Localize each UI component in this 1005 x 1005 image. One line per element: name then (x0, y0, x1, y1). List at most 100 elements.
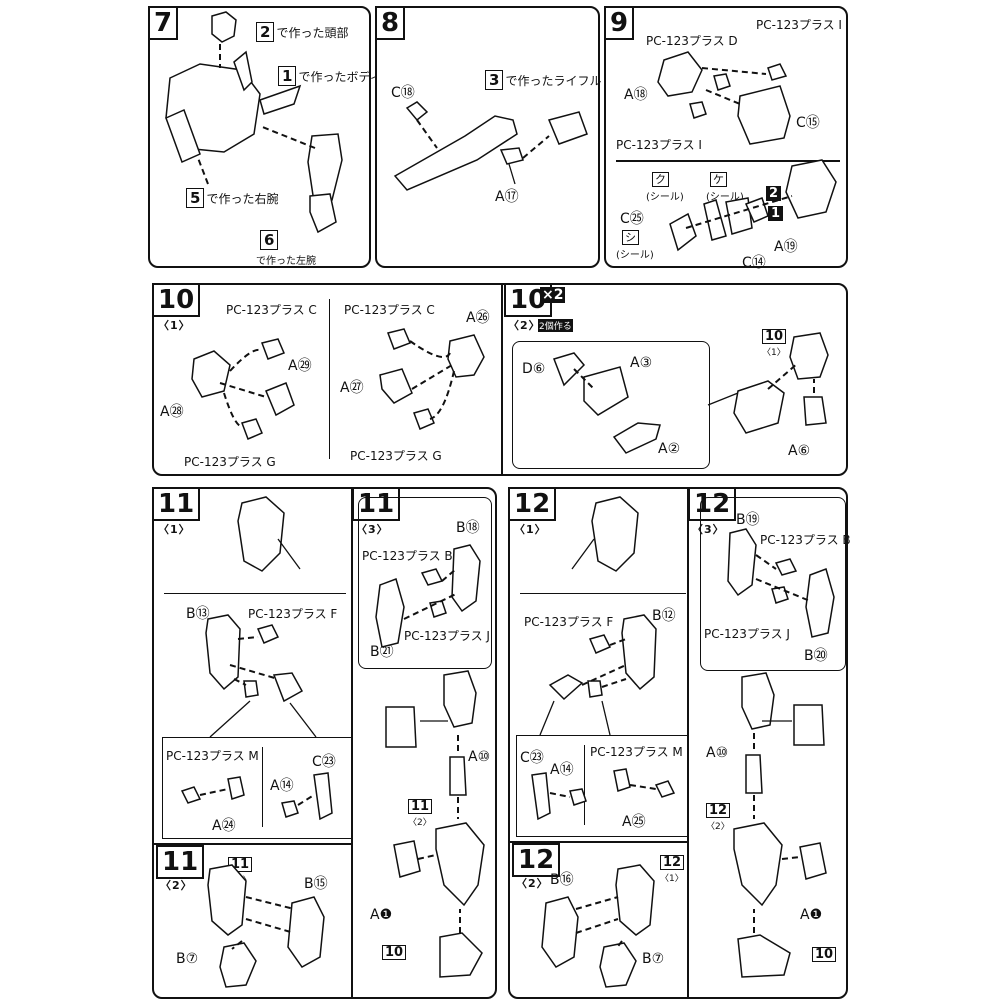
step11-panel: 11 〈1〉 B⑬ PC-123プラス F PC-123プラス M A㉔ A⑭ … (152, 487, 497, 999)
label-pc-b-12: PC-123プラス B (760, 533, 851, 547)
step11-1-inset-divider (262, 747, 263, 827)
label-a6: A⑥ (788, 443, 811, 459)
label-b21: B㉑ (370, 644, 394, 660)
step11-1-inset-parts (180, 772, 333, 821)
step12-sub1: 〈1〉 (514, 523, 547, 536)
step12-panel: 12 〈1〉 PC-123プラス F B⑫ C㉓ A⑭ PC-123プラス M … (508, 487, 851, 999)
label-b15: B⑮ (304, 876, 328, 892)
step11-1-divider (164, 593, 346, 594)
seal-k: ク (652, 172, 669, 187)
step11-1-preview (237, 496, 301, 572)
label-pc-c-left: PC-123プラス C (226, 303, 317, 317)
step10-2-illustration (553, 332, 829, 454)
label-a14-12: A⑭ (550, 762, 574, 778)
label-a28: A㉘ (160, 404, 184, 420)
step12-1-divider (520, 593, 686, 594)
step8-number: 8 (375, 6, 406, 40)
label-a24: A㉔ (212, 818, 236, 834)
label-c18: C⑱ (391, 85, 415, 101)
label-a10: A⑩ (468, 749, 491, 765)
label-c14: C⑭ (742, 255, 766, 271)
left-arm-ref: 6 (260, 230, 280, 250)
label-b20: B⑳ (804, 648, 828, 664)
step11-sub3: 〈3〉 (356, 523, 389, 536)
label-a1: A❶ (370, 907, 393, 923)
step12-2-number: 12 (512, 843, 561, 877)
step12-3-inset (700, 497, 846, 671)
label-pc-g-right: PC-123プラス G (350, 449, 442, 463)
step12-sub2: 〈2〉 (516, 877, 549, 890)
step10-1-illustration (191, 328, 485, 440)
step11-2-illustration (207, 864, 325, 988)
step7-illustration (165, 11, 343, 234)
step8-illustration (393, 101, 588, 191)
step10-divider-b (501, 285, 503, 474)
ref10-box: 10 (762, 329, 787, 344)
ref12-1-sub: 〈1〉 (660, 874, 684, 884)
label-a17: A⑰ (495, 189, 519, 205)
step11-section-divider (154, 843, 352, 845)
label-a25: A㉕ (622, 814, 646, 830)
seal-k-word: (シール) (646, 192, 684, 203)
step10-divider-a (329, 299, 330, 459)
order-1: 1 (768, 206, 784, 221)
label-a26: A㉖ (466, 310, 490, 326)
step11-3-inset (358, 497, 492, 669)
label-a18: A⑱ (624, 87, 648, 103)
step7-number: 7 (148, 6, 179, 40)
ref12-2-sub: 〈2〉 (706, 822, 730, 832)
step12-1-illustration (539, 614, 657, 736)
step11-1-illustration (205, 614, 317, 738)
label-pc-c-right: PC-123プラス C (344, 303, 435, 317)
label-a27: A㉗ (340, 380, 364, 396)
seal-shi: シ (622, 230, 639, 245)
label-pc-m-12: PC-123プラス M (590, 745, 683, 759)
label-b13: B⑬ (186, 606, 210, 622)
step10-sub2: 〈2〉 (508, 319, 541, 332)
label-pc-j: PC-123プラス J (404, 629, 490, 643)
step12-3-illustration (727, 528, 835, 978)
label-pc-m: PC-123プラス M (166, 749, 259, 763)
step12-1-preview (571, 496, 639, 572)
step12-sub3: 〈3〉 (692, 523, 725, 536)
label-pc-f: PC-123プラス F (248, 607, 338, 621)
label-c23: C㉓ (312, 754, 336, 770)
ref11-2-box: 11 (408, 799, 433, 814)
ref12-2-box: 12 (706, 803, 731, 818)
order-2: 2 (766, 186, 782, 201)
seal-ke: ケ (710, 172, 727, 187)
step11-2-number: 11 (156, 845, 205, 879)
label-pc-i-top: PC-123プラス I (756, 18, 842, 32)
label-b7-12: B⑦ (642, 951, 665, 967)
label-a2: A② (658, 441, 681, 457)
label-pc-b: PC-123プラス B (362, 549, 453, 563)
step9-panel: 9 PC-123プラス D PC-123プラス I A⑱ C⑮ PC-123プラ… (604, 6, 848, 271)
step12-1-inset-divider (584, 745, 585, 825)
label-a14: A⑭ (270, 778, 294, 794)
step11-sub1: 〈1〉 (158, 523, 191, 536)
label-b12: B⑫ (652, 608, 676, 624)
label-c15: C⑮ (796, 115, 820, 131)
label-pc-j-12: PC-123プラス J (704, 627, 790, 641)
seal-ke-word: (シール) (706, 192, 744, 203)
x2-note: 2個作る (538, 319, 573, 332)
ref12-1-box: 12 (660, 855, 685, 870)
label-d6: D⑥ (522, 361, 546, 377)
label-a19: A⑲ (774, 239, 798, 255)
label-c23-12: C㉓ (520, 750, 544, 766)
label-b19: B⑲ (736, 512, 760, 528)
step9-divider (616, 160, 840, 162)
ref10-sub: 〈1〉 (762, 348, 786, 358)
label-b18: B⑱ (456, 520, 480, 536)
step11-1-number: 11 (152, 487, 201, 521)
label-b16: B⑯ (550, 872, 574, 888)
label-pc-f-12: PC-123プラス F (524, 615, 614, 629)
step12-vertical-divider (687, 489, 689, 997)
step10-number: 10 (152, 283, 201, 317)
step11-vertical-divider (351, 489, 353, 997)
